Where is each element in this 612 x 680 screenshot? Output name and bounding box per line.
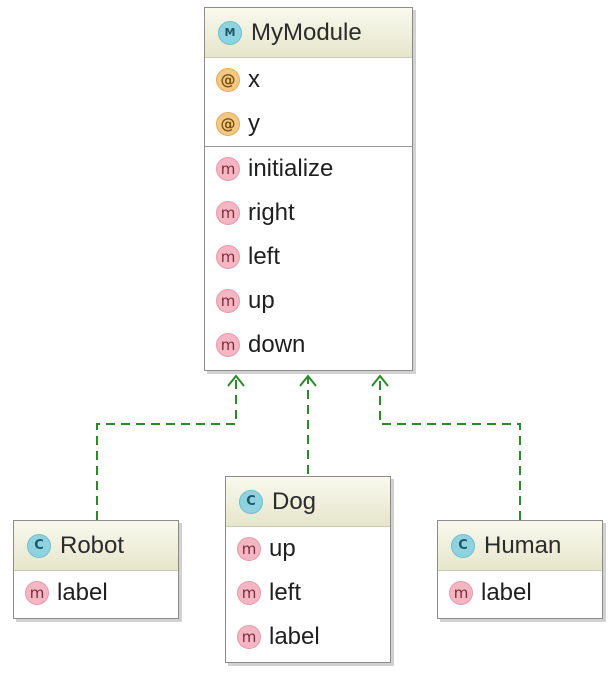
arrowhead-robot xyxy=(227,374,245,387)
method-label: up xyxy=(269,535,296,562)
node-robot-title: Robot xyxy=(60,531,125,559)
method-label: down xyxy=(248,331,306,358)
method-row-initialize[interactable]: m initialize xyxy=(205,147,412,191)
node-dog-title: Dog xyxy=(272,487,317,515)
method-row-right[interactable]: m right xyxy=(205,191,412,235)
method-label: initialize xyxy=(248,155,334,182)
method-label: label xyxy=(57,579,108,606)
node-robot[interactable]: C Robot m label xyxy=(13,520,179,619)
node-human[interactable]: C Human m label xyxy=(437,520,603,619)
method-icon: m xyxy=(216,201,240,225)
class-icon: C xyxy=(27,533,51,558)
method-label: left xyxy=(248,243,281,270)
method-icon: m xyxy=(216,245,240,269)
field-label: x xyxy=(248,66,260,93)
arrowhead-dog xyxy=(299,374,317,387)
method-label: label xyxy=(269,623,320,650)
method-row-left[interactable]: m left xyxy=(205,235,412,279)
node-dog-header: C Dog xyxy=(226,477,390,527)
edge-robot-to-mymodule xyxy=(96,378,237,520)
field-icon: @ xyxy=(216,112,240,136)
field-row-y[interactable]: @ y xyxy=(205,102,412,146)
method-row-label[interactable]: m label xyxy=(14,571,178,615)
node-mymodule[interactable]: M MyModule @ x @ y m initialize m right … xyxy=(204,7,413,371)
method-icon: m xyxy=(25,581,49,605)
method-icon: m xyxy=(237,537,261,561)
section-divider xyxy=(205,146,412,147)
method-icon: m xyxy=(449,581,473,605)
method-row-label[interactable]: m label xyxy=(438,571,602,615)
method-row-up[interactable]: m up xyxy=(226,527,390,571)
method-icon: m xyxy=(237,625,261,649)
node-dog[interactable]: C Dog m up m left m label xyxy=(225,476,391,663)
field-icon: @ xyxy=(216,68,240,92)
method-icon: m xyxy=(216,333,240,357)
method-label: up xyxy=(248,287,275,314)
class-icon: C xyxy=(451,533,475,558)
arrowhead-human xyxy=(371,374,389,387)
node-mymodule-header: M MyModule xyxy=(205,8,412,58)
method-row-left[interactable]: m left xyxy=(226,571,390,615)
node-mymodule-title: MyModule xyxy=(251,18,362,46)
node-human-title: Human xyxy=(484,531,562,559)
method-icon: m xyxy=(237,581,261,605)
node-human-header: C Human xyxy=(438,521,602,571)
method-icon: m xyxy=(216,157,240,181)
method-label: label xyxy=(481,579,532,606)
method-row-up[interactable]: m up xyxy=(205,279,412,323)
method-row-down[interactable]: m down xyxy=(205,323,412,367)
module-icon: M xyxy=(218,20,242,45)
class-icon: C xyxy=(239,489,263,514)
field-row-x[interactable]: @ x xyxy=(205,58,412,102)
method-row-label[interactable]: m label xyxy=(226,615,390,659)
field-label: y xyxy=(248,110,260,137)
method-label: left xyxy=(269,579,302,606)
node-robot-header: C Robot xyxy=(14,521,178,571)
method-label: right xyxy=(248,199,295,226)
edge-human-to-mymodule xyxy=(379,378,521,520)
method-icon: m xyxy=(216,289,240,313)
